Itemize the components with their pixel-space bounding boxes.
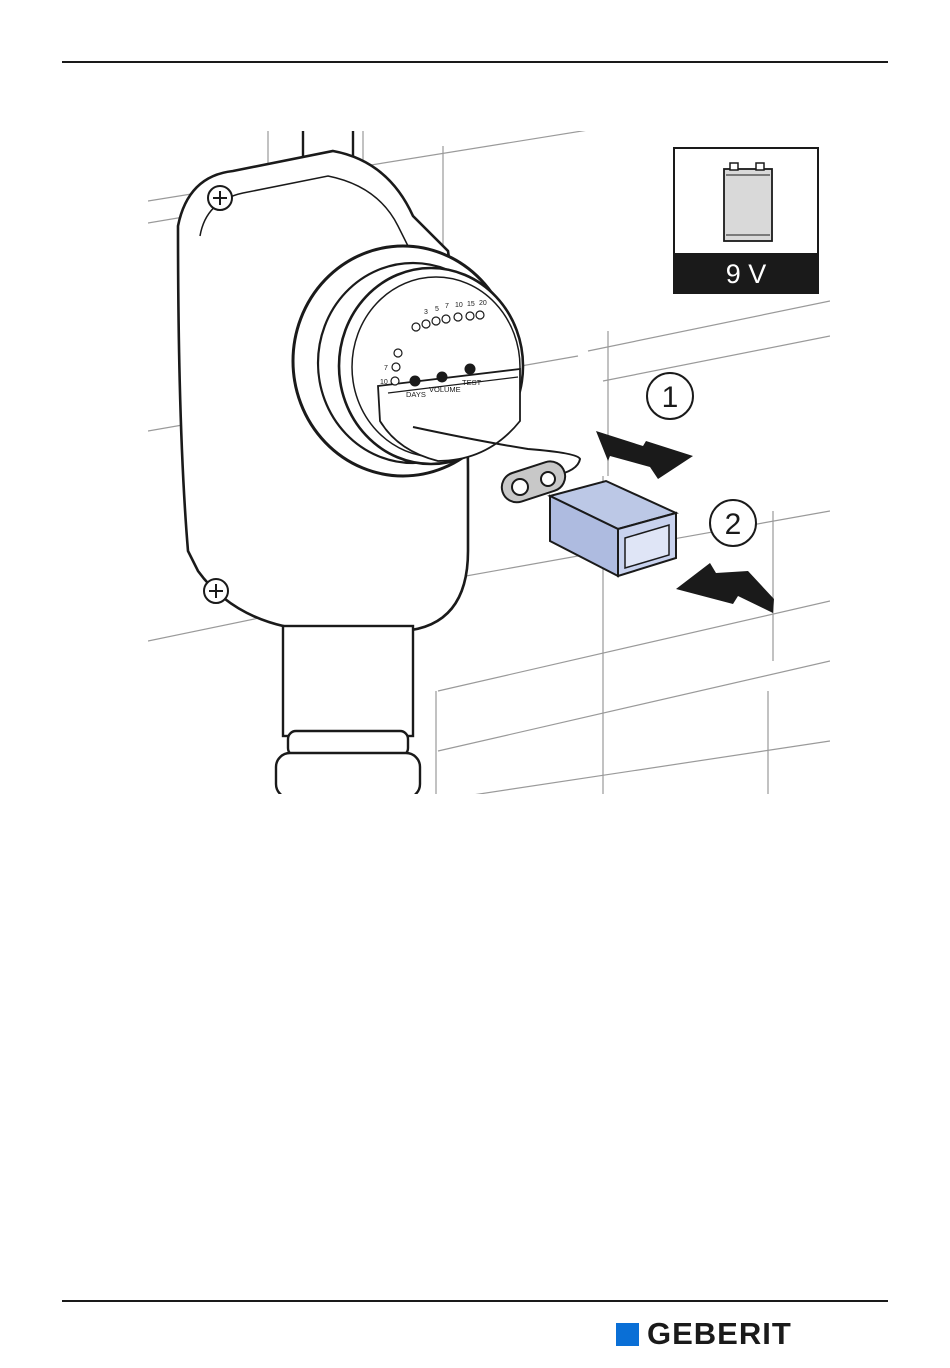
scale-label-3: 3: [424, 309, 428, 316]
test-button: [465, 364, 476, 375]
header-rule: [62, 61, 888, 63]
side-label-7: 7: [384, 365, 388, 372]
brand-name: GEBERIT: [647, 1316, 792, 1352]
lower-pipe: [276, 626, 420, 794]
battery-voltage-label: 9 V: [726, 259, 767, 289]
footer-rule: [62, 1300, 888, 1302]
battery-type-inset: 9 V: [674, 148, 818, 293]
days-label: DAYS: [406, 390, 426, 399]
illustration-svg: 3 5 7 10 15 20 7 10 DAYS VOLUME TEST: [148, 131, 830, 794]
battery-icon: [724, 163, 772, 241]
step-two-marker: 2: [710, 500, 756, 546]
volume-button: [437, 372, 448, 383]
step-one-number: 1: [662, 381, 679, 414]
side-label-10: 10: [380, 379, 388, 386]
step-two-number: 2: [725, 508, 742, 541]
test-label: TEST: [462, 378, 482, 387]
battery-block: [550, 481, 676, 576]
days-button: [410, 376, 421, 387]
geberit-logo: GEBERIT: [616, 1316, 792, 1352]
logo-square-icon: [616, 1323, 639, 1346]
scale-label-20: 20: [479, 300, 487, 307]
scale-label-7: 7: [445, 303, 449, 310]
remove-arrow: [596, 431, 693, 479]
scale-label-5: 5: [435, 306, 439, 313]
scale-label-15: 15: [467, 301, 475, 308]
scale-label-10: 10: [455, 302, 463, 309]
volume-label: VOLUME: [429, 385, 461, 394]
insert-arrow: [676, 563, 774, 613]
step-one-marker: 1: [647, 373, 693, 419]
battery-replacement-illustration: 3 5 7 10 15 20 7 10 DAYS VOLUME TEST: [148, 131, 830, 794]
